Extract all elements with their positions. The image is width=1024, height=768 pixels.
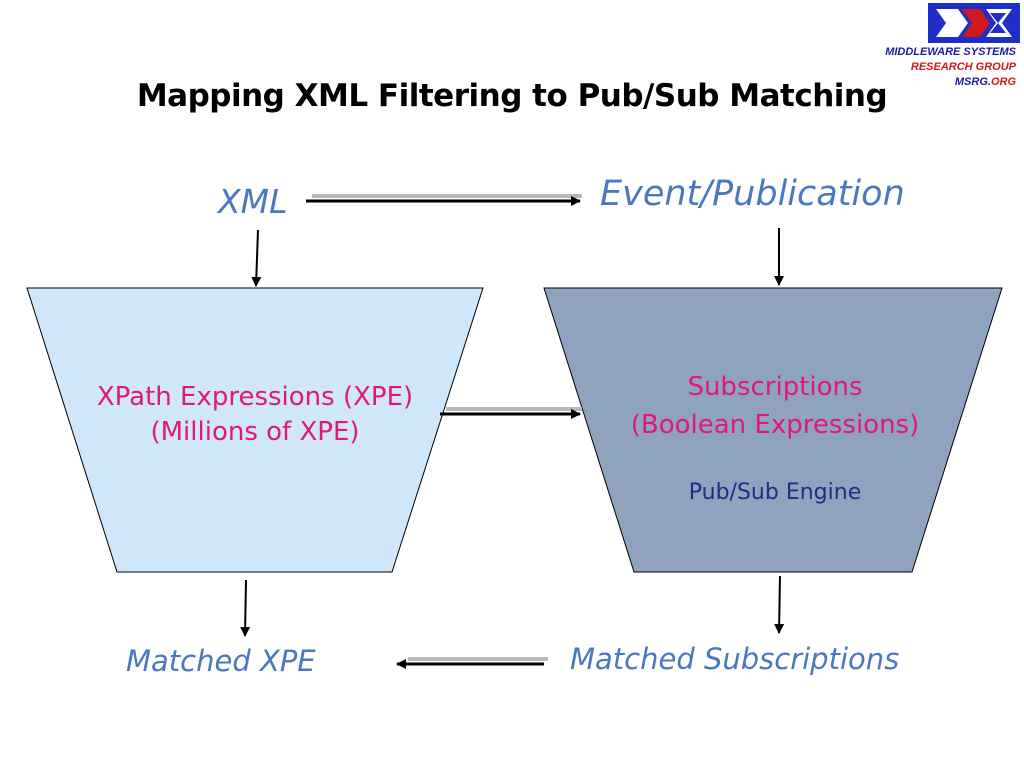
org-url: MSRG.ORG bbox=[955, 76, 1016, 88]
xpe-to-subscriptions-arrow bbox=[440, 407, 582, 419]
pubsub-out-arrow bbox=[774, 575, 785, 634]
xml-down-arrow bbox=[251, 229, 262, 287]
subscriptions-line1: Subscriptions bbox=[687, 372, 863, 402]
xpe-line2: (Millions of XPE) bbox=[150, 417, 360, 447]
event-publication-label: Event/Publication bbox=[600, 174, 905, 214]
org-name-line1: MIDDLEWARE SYSTEMS bbox=[885, 46, 1016, 58]
org-url-part2: ORG bbox=[990, 76, 1016, 88]
matched-subscriptions-label: Matched Subscriptions bbox=[570, 642, 900, 676]
pubsub-funnel-shape bbox=[543, 287, 1003, 573]
xpe-out-arrow bbox=[240, 579, 251, 637]
subscriptions-line2: (Boolean Expressions) bbox=[630, 410, 920, 440]
xpe-funnel-shape bbox=[26, 287, 484, 573]
xpe-line1: XPath Expressions (XPE) bbox=[96, 382, 414, 412]
pubsub-engine-label: Pub/Sub Engine bbox=[688, 480, 862, 505]
subscriptions-box-text: Subscriptions (Boolean Expressions) bbox=[570, 368, 980, 444]
org-url-part1: MSRG. bbox=[954, 76, 991, 88]
slide-title: Mapping XML Filtering to Pub/Sub Matchin… bbox=[136, 78, 888, 114]
matched-xpe-label: Matched XPE bbox=[126, 644, 316, 678]
msrg-logo-icon bbox=[928, 3, 1020, 43]
xml-to-event-arrow bbox=[306, 194, 582, 206]
matched-subs-to-matched-xpe-arrow bbox=[396, 657, 548, 669]
org-name-line2: RESEARCH GROUP bbox=[910, 61, 1016, 73]
xml-label: XML bbox=[218, 182, 288, 221]
xpe-box-text: XPath Expressions (XPE) (Millions of XPE… bbox=[40, 380, 470, 450]
